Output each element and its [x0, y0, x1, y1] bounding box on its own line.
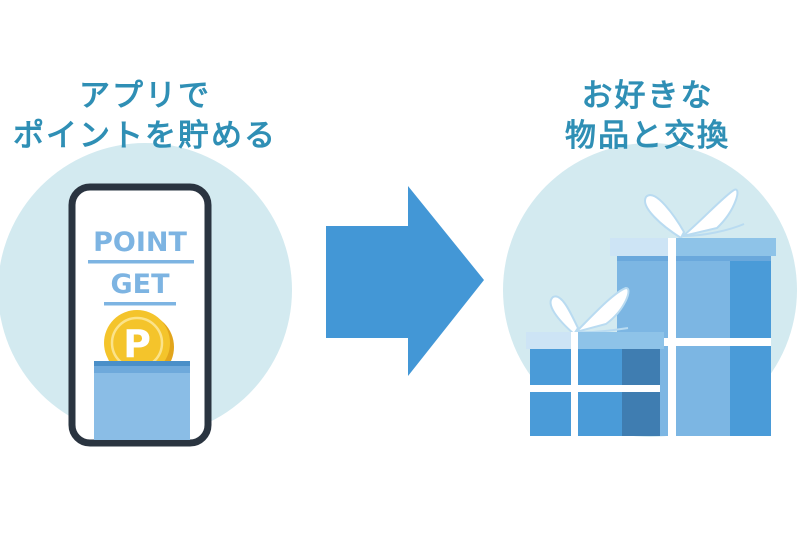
phone-text-underline-2 [104, 302, 176, 306]
right-step-title-line2: 物品と交換 [565, 118, 730, 154]
phone-text-point: POINT [93, 227, 187, 258]
phone-text-underline-1 [88, 260, 194, 264]
left-step-title-line1: アプリで [79, 78, 211, 114]
small-gift-ribbon-horizontal [530, 385, 660, 392]
right-step-title: お好きな 物品と交換 [510, 76, 785, 156]
right-step-title-line1: お好きな [581, 78, 714, 114]
coin-symbol: P [123, 322, 151, 366]
small-gift-bow [549, 286, 630, 336]
small-gift-ribbon-vertical [571, 332, 578, 436]
left-step-title-line2: ポイントを貯める [13, 118, 277, 154]
gift-box-icon [526, 188, 776, 436]
coin-slot-box-front [94, 373, 190, 440]
smartphone-icon: POINT GET P [68, 183, 212, 447]
arrow-right-icon [326, 186, 484, 376]
big-gift-ribbon-horizontal [617, 338, 771, 346]
big-gift-ribbon-vertical [668, 238, 676, 436]
coin-slot-opening [94, 361, 190, 366]
phone-text-get: GET [110, 269, 170, 300]
left-step-title: アプリで ポイントを貯める [0, 76, 290, 156]
big-gift-bow [644, 188, 745, 240]
